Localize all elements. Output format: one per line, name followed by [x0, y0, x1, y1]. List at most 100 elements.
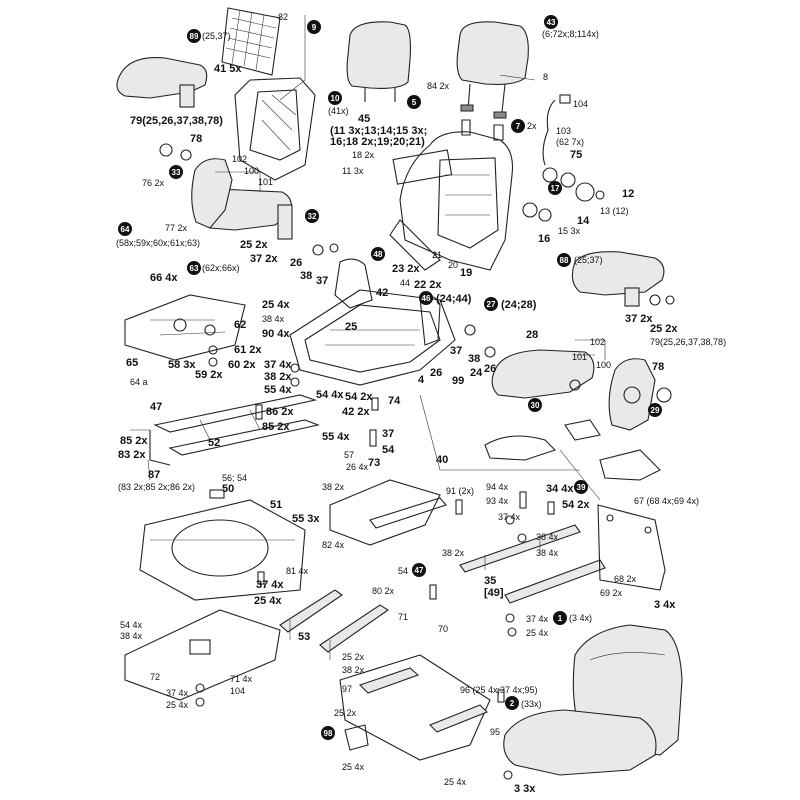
- svg-text:23 2x: 23 2x: [392, 263, 420, 275]
- svg-text:38 4x: 38 4x: [536, 532, 559, 542]
- svg-text:(25,37): (25,37): [202, 31, 231, 41]
- svg-text:35: 35: [484, 575, 496, 587]
- svg-text:27: 27: [487, 300, 496, 309]
- hardware-washers: [159, 143, 675, 780]
- svg-text:63: 63: [190, 264, 199, 273]
- svg-text:64 a: 64 a: [130, 377, 148, 387]
- svg-text:83 2x: 83 2x: [118, 449, 146, 461]
- svg-text:78: 78: [652, 361, 664, 373]
- svg-text:37 4x: 37 4x: [166, 688, 189, 698]
- callout-43: 43(6;72x;8;114x): [542, 15, 599, 39]
- svg-text:38 2x: 38 2x: [322, 482, 345, 492]
- svg-text:97: 97: [342, 684, 352, 694]
- panel-67: [597, 504, 666, 591]
- svg-text:55 4x: 55 4x: [322, 431, 350, 443]
- callout-88: 88(25;37): [557, 253, 603, 267]
- svg-text:88: 88: [560, 256, 569, 265]
- svg-text:1: 1: [558, 614, 563, 623]
- svg-text:33: 33: [172, 168, 181, 177]
- svg-text:72: 72: [150, 672, 160, 682]
- svg-text:3 4x: 3 4x: [654, 599, 676, 611]
- svg-text:20: 20: [448, 260, 458, 270]
- svg-text:18 2x: 18 2x: [352, 150, 375, 160]
- callout-33: 33: [169, 165, 183, 179]
- svg-text:54: 54: [382, 444, 395, 456]
- callout-32: 32: [305, 209, 319, 223]
- svg-text:79(25,26,37,38,78): 79(25,26,37,38,78): [650, 337, 726, 347]
- svg-text:94 4x: 94 4x: [486, 482, 509, 492]
- svg-text:89: 89: [190, 32, 199, 41]
- svg-text:54 4x: 54 4x: [120, 620, 143, 630]
- svg-text:15 3x: 15 3x: [558, 226, 581, 236]
- svg-text:38: 38: [468, 353, 480, 365]
- svg-text:85 2x: 85 2x: [120, 435, 148, 447]
- svg-text:42: 42: [376, 287, 388, 299]
- callout-89: 89(25,37): [187, 29, 231, 43]
- svg-text:71 4x: 71 4x: [230, 674, 253, 684]
- lever-40: [419, 394, 580, 471]
- svg-text:25 4x: 25 4x: [254, 595, 282, 607]
- svg-text:24: 24: [470, 367, 483, 379]
- svg-text:43: 43: [547, 18, 556, 27]
- svg-text:22 2x: 22 2x: [414, 279, 442, 291]
- svg-text:37: 37: [450, 345, 462, 357]
- svg-text:53: 53: [298, 631, 310, 643]
- part-labels: 82 41 5x 84 2x 8 104 103 (62 7x) 75 45 (…: [118, 12, 726, 795]
- svg-text:80 2x: 80 2x: [372, 586, 395, 596]
- rail-assembly-52: [149, 394, 320, 466]
- svg-text:25 4x: 25 4x: [526, 628, 549, 638]
- svg-text:52: 52: [208, 437, 220, 449]
- seat-pan: [289, 258, 456, 386]
- svg-text:95: 95: [490, 727, 500, 737]
- svg-text:37 4x: 37 4x: [264, 359, 292, 371]
- svg-text:51: 51: [270, 499, 282, 511]
- svg-text:98: 98: [324, 729, 333, 738]
- svg-text:25 4x: 25 4x: [262, 299, 290, 311]
- svg-text:55 3x: 55 3x: [292, 513, 320, 525]
- svg-text:16;18 2x;19;20;21): 16;18 2x;19;20;21): [330, 136, 425, 148]
- svg-text:38: 38: [300, 270, 312, 282]
- callout-2: 2(33x): [505, 696, 542, 710]
- svg-text:32: 32: [308, 212, 317, 221]
- callout-1: 1(3 4x): [553, 611, 592, 625]
- svg-text:12: 12: [622, 188, 634, 200]
- callout-46: 46(24;44): [419, 291, 472, 305]
- svg-text:3 3x: 3 3x: [514, 783, 536, 795]
- svg-text:37 4x: 37 4x: [256, 579, 284, 591]
- svg-text:54: 54: [398, 566, 408, 576]
- base-plate-51: [139, 489, 306, 601]
- svg-text:47: 47: [415, 566, 424, 575]
- svg-text:25 2x: 25 2x: [240, 239, 268, 251]
- svg-text:54 2x: 54 2x: [345, 391, 373, 403]
- svg-text:54 4x: 54 4x: [316, 389, 344, 401]
- callout-10: 10(41x): [328, 91, 349, 116]
- hardware-bolts: [255, 397, 555, 703]
- svg-text:17: 17: [551, 184, 560, 193]
- svg-text:19: 19: [460, 267, 472, 279]
- armrest-panel-33: [191, 158, 233, 229]
- svg-text:38 2x: 38 2x: [264, 371, 292, 383]
- svg-text:37 2x: 37 2x: [250, 253, 278, 265]
- svg-text:85 2x: 85 2x: [262, 421, 290, 433]
- svg-text:7: 7: [516, 122, 521, 131]
- svg-text:84 2x: 84 2x: [427, 81, 450, 91]
- svg-text:56; 54: 56; 54: [222, 473, 247, 483]
- mesh-panel-82: [221, 7, 281, 76]
- svg-text:99: 99: [452, 375, 464, 387]
- svg-text:59 2x: 59 2x: [195, 369, 223, 381]
- svg-text:34 4x: 34 4x: [546, 483, 574, 495]
- svg-text:(58x;59x;60x;61x;63): (58x;59x;60x;61x;63): [116, 238, 200, 248]
- svg-text:77 2x: 77 2x: [165, 223, 188, 233]
- armrest-30: [491, 349, 595, 399]
- svg-text:101: 101: [572, 352, 587, 362]
- svg-text:10: 10: [331, 94, 340, 103]
- svg-text:57: 57: [344, 450, 354, 460]
- svg-text:46: 46: [422, 294, 431, 303]
- svg-text:50: 50: [222, 483, 234, 495]
- svg-text:25 2x: 25 2x: [342, 652, 365, 662]
- svg-text:103: 103: [556, 126, 571, 136]
- callout-47: 47: [412, 563, 426, 577]
- svg-text:13 (12): 13 (12): [600, 206, 629, 216]
- svg-text:11 3x: 11 3x: [342, 166, 364, 176]
